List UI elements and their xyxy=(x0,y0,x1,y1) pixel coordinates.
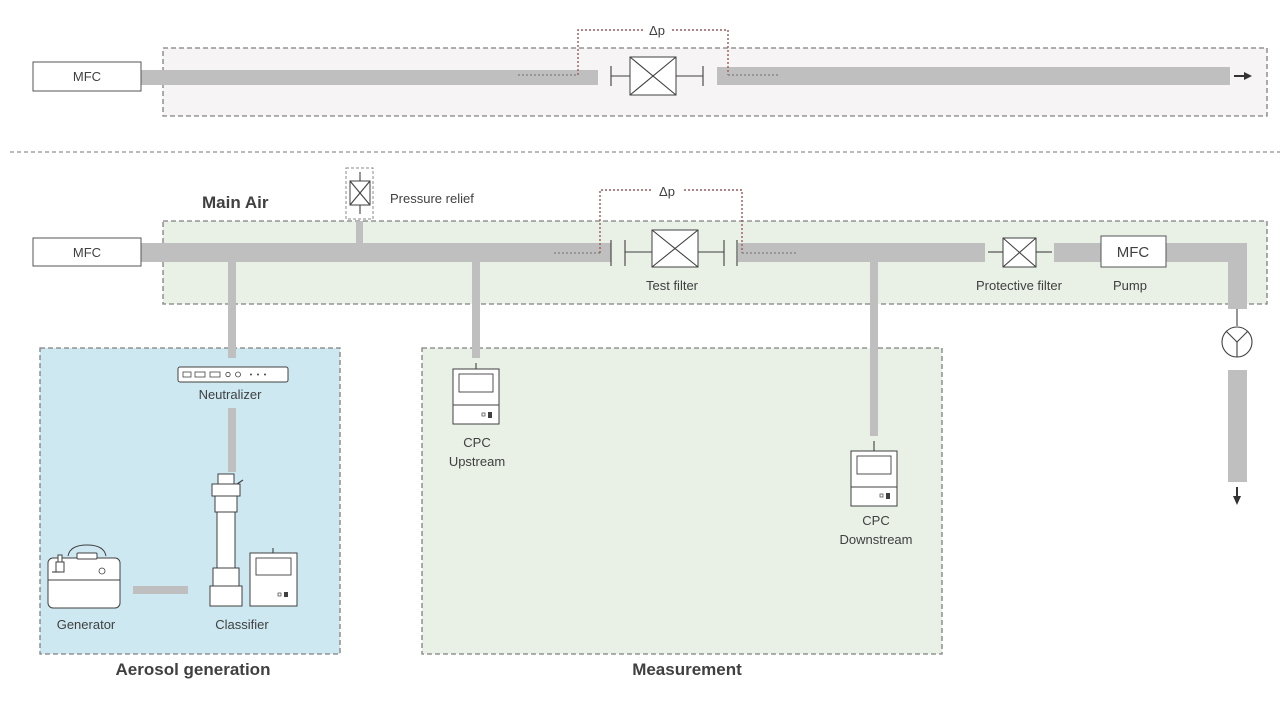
reference-mfc-box xyxy=(32,61,142,92)
main-mfc-box xyxy=(32,237,142,267)
protective-filter-icon xyxy=(988,237,1052,268)
reference-outlet-arrow-icon xyxy=(1234,72,1252,80)
reference-dp-line xyxy=(577,29,645,75)
downstream-branch-pipe xyxy=(870,262,878,436)
reference-pipe-left xyxy=(141,70,598,85)
neutralizer-branch-pipe xyxy=(228,262,236,358)
aerosol-generation-title: Aerosol generation xyxy=(116,660,271,679)
pump-mfc: MFC xyxy=(1100,235,1167,268)
protective-filter-label: Protective filter xyxy=(976,278,1063,293)
cpc-downstream-line2: Downstream xyxy=(840,532,913,547)
pump-pipe-right xyxy=(1166,243,1247,262)
classifier-label: Classifier xyxy=(215,617,269,632)
main-pipe-right xyxy=(738,243,985,262)
exhaust-pipe-vertical xyxy=(1228,243,1247,309)
reference-delta-p: Δp xyxy=(649,23,665,38)
generator-to-classifier-pipe xyxy=(133,586,188,594)
cpc-downstream-line1: CPC xyxy=(862,513,889,528)
generator-label: Generator xyxy=(57,617,116,632)
pump-mfc-label: MFC xyxy=(1117,244,1150,261)
reference-pipe-right xyxy=(717,67,1230,85)
pump-mfc-box xyxy=(1100,235,1167,268)
main-air-pipes xyxy=(133,221,1247,594)
test-filter-label: Test filter xyxy=(646,278,699,293)
main-delta-p: Δp xyxy=(659,184,675,199)
reference-mfc-label: MFC xyxy=(73,69,101,84)
classifier-column-icon xyxy=(209,473,244,607)
main-dp-line-left xyxy=(599,189,652,253)
main-air-title: Main Air xyxy=(202,193,269,212)
test-filter-icon xyxy=(610,229,738,268)
main-air-box xyxy=(162,220,1268,305)
neutralizer-icon xyxy=(177,366,289,383)
cpc-downstream-icon xyxy=(850,441,898,507)
pump-pipe-left xyxy=(1054,243,1101,262)
cpc-upstream-icon xyxy=(452,363,500,425)
neutralizer-to-classifier-pipe xyxy=(228,408,236,472)
main-dp-line-right xyxy=(684,189,743,253)
main-mfc: MFC xyxy=(32,237,142,267)
exhaust-valve-icon xyxy=(1221,309,1253,358)
generator-icon xyxy=(47,544,121,609)
reference-filter-icon xyxy=(629,56,677,96)
pump-label: Pump xyxy=(1113,278,1147,293)
main-pipe-left xyxy=(141,243,611,262)
upstream-branch-pipe xyxy=(472,262,480,358)
reference-dp-line-right xyxy=(672,29,729,75)
main-mfc-label: MFC xyxy=(73,245,101,260)
classifier-controller-icon xyxy=(249,548,298,607)
pressure-relief-valve xyxy=(345,167,374,220)
reference-mfc: MFC xyxy=(32,61,142,92)
exhaust-arrow-icon xyxy=(1233,487,1241,505)
neutralizer-label: Neutralizer xyxy=(199,387,263,402)
cpc-upstream-line2: Upstream xyxy=(449,454,505,469)
reference-line: Δp xyxy=(141,23,1268,117)
pressure-relief-label: Pressure relief xyxy=(390,191,474,206)
measurement-title: Measurement xyxy=(632,660,742,679)
exhaust-pipe-lower xyxy=(1228,370,1247,482)
cpc-upstream-line1: CPC xyxy=(463,435,490,450)
pressure-relief-pipe xyxy=(356,221,363,243)
